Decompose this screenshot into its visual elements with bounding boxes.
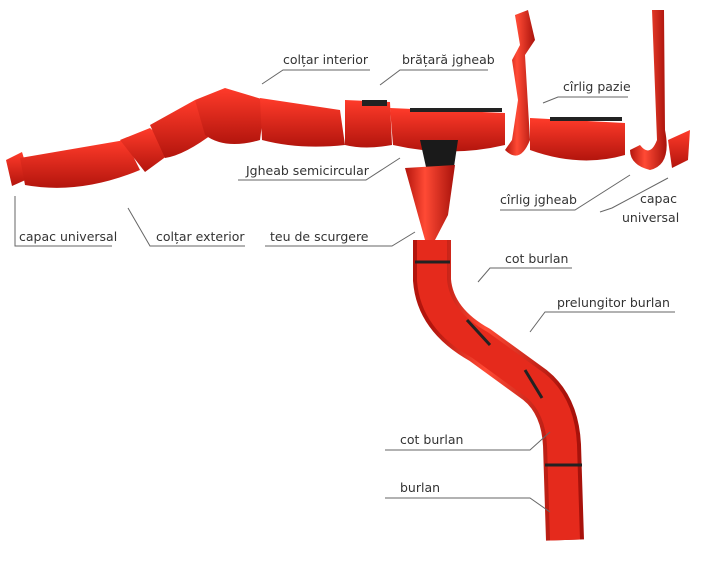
fascia-hook — [505, 10, 535, 156]
gutter-diagonal-segment — [150, 100, 215, 158]
label-coltar-interior: colțar interior — [283, 52, 369, 67]
pipe-joint — [465, 318, 492, 347]
gutter-bracket — [345, 100, 392, 148]
label-capac-universal-right-2: universal — [622, 210, 679, 225]
gutter-far-right-segment — [530, 118, 625, 161]
label-teu-de-scurgere: teu de scurgere — [270, 229, 369, 244]
label-bratara-jgheab: brățară jgheab — [402, 52, 495, 67]
label-cot-burlan-bottom: cot burlan — [400, 432, 463, 447]
gutter-left-segment — [20, 140, 140, 188]
pipe-joint — [523, 369, 544, 399]
gutter-right-segment — [390, 108, 505, 152]
label-coltar-exterior: colțar exterior — [156, 229, 245, 244]
label-cirlig-pazie: cîrlig pazie — [563, 79, 631, 94]
end-cap-right — [668, 130, 690, 168]
gutter-edge-right — [550, 117, 622, 121]
label-prelungitor-burlan: prelungitor burlan — [557, 295, 670, 310]
label-cot-burlan-top: cot burlan — [505, 251, 568, 266]
gutter-edge — [410, 108, 502, 112]
label-cirlig-jgheab: cîrlig jgheab — [500, 192, 577, 207]
internal-corner — [195, 88, 265, 144]
label-capac-universal-right-1: capac — [640, 191, 677, 206]
label-capac-universal-left: capac universal — [19, 229, 117, 244]
label-burlan: burlan — [400, 480, 440, 495]
gutter-assembly — [6, 10, 690, 188]
gutter-hook — [630, 10, 667, 170]
downpipe-body — [417, 240, 580, 541]
label-jgheab-semicircular: Jgheab semicircular — [245, 163, 370, 178]
downpipe-assembly — [405, 140, 584, 541]
drain-outlet — [405, 165, 455, 240]
gutter-mid-segment — [260, 98, 345, 147]
bracket-seal — [362, 100, 387, 106]
leader-lines — [14, 69, 675, 513]
